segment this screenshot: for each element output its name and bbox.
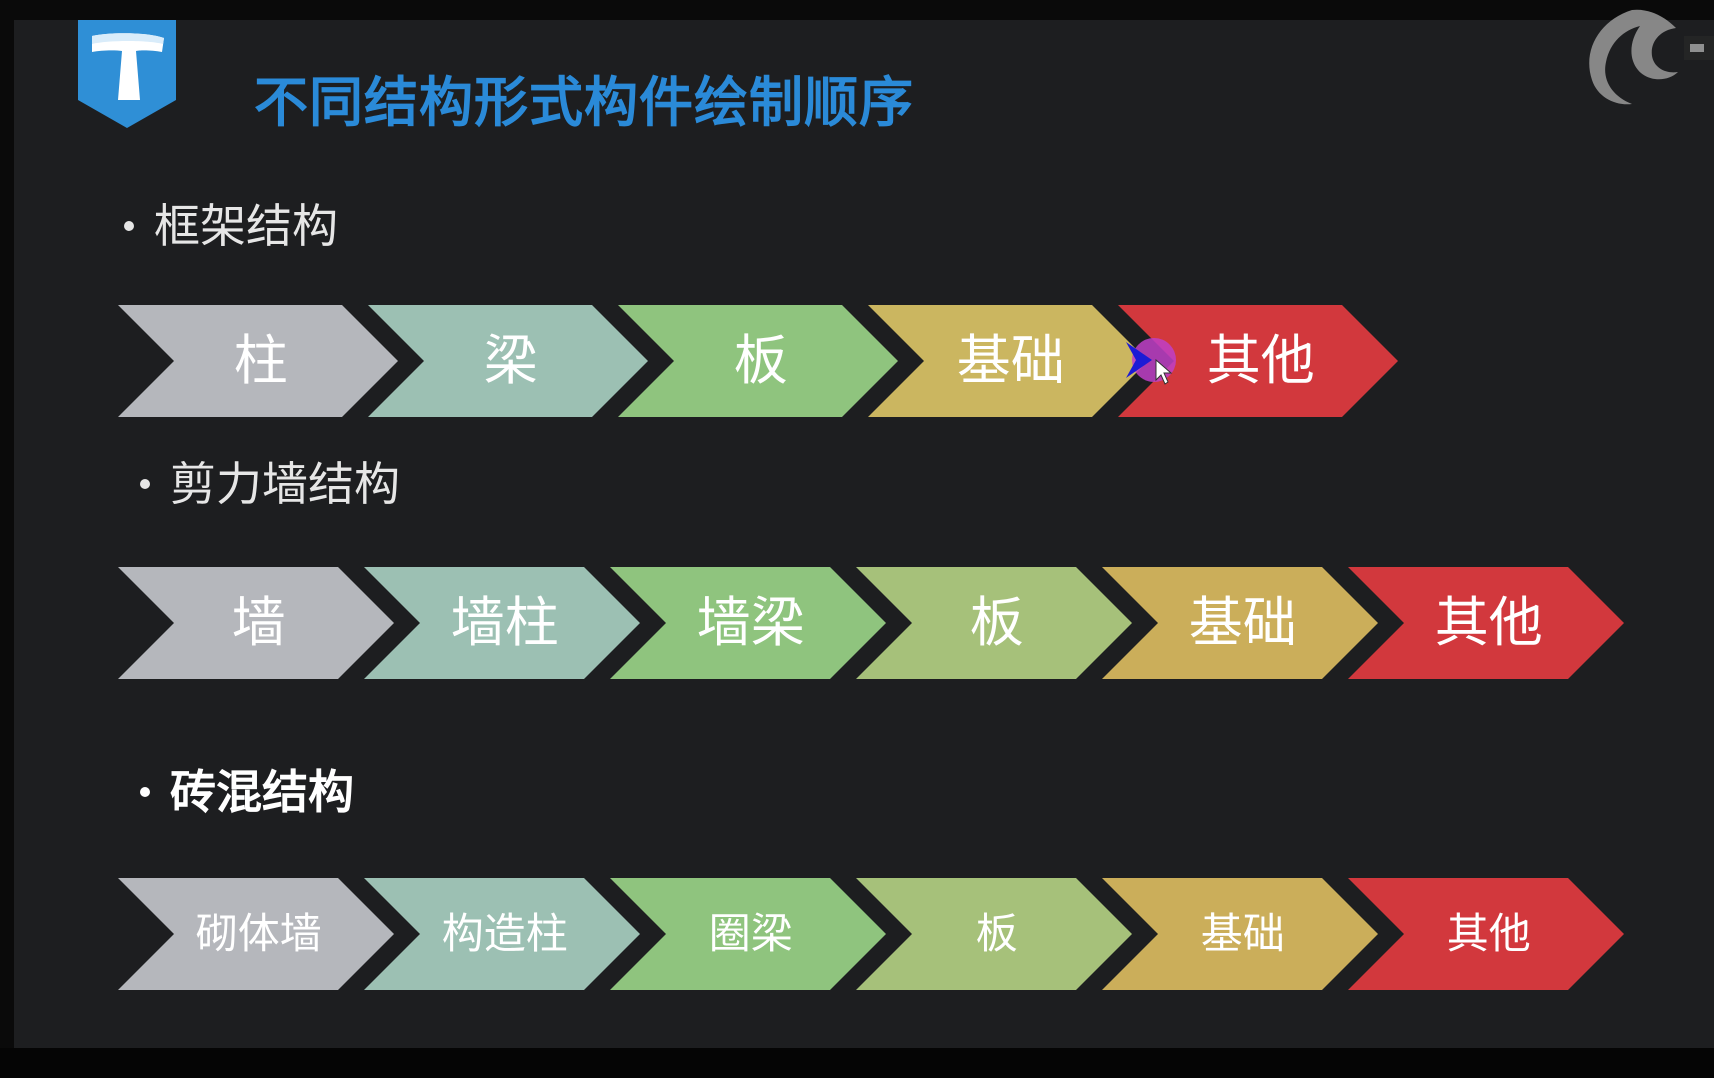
flow-step: 墙柱: [364, 567, 640, 679]
chevron-arrow-shape: [1102, 567, 1378, 679]
mouse-pointer-icon: [1112, 320, 1192, 400]
section-heading-shear-wall: 剪力墙结构: [140, 454, 400, 514]
chevron-arrow-shape: [364, 878, 640, 990]
bullet-dot-icon: [140, 786, 150, 797]
slide: [14, 20, 1714, 1048]
flow-step-label: 板: [733, 329, 788, 392]
flow-step-label: 其他: [1446, 909, 1531, 958]
section-heading-text: 框架结构: [154, 199, 338, 253]
flow-step: 圈梁: [610, 878, 886, 990]
flow-step: 基础: [1102, 567, 1378, 679]
chevron-arrow-shape: [868, 305, 1148, 417]
flow-step: 砌体墙: [118, 878, 394, 990]
chevron-arrow-shape: [118, 305, 398, 417]
section-heading-frame: 框架结构: [124, 196, 338, 256]
flow-step-label: 柱: [233, 329, 288, 392]
flow-step-label: 梁: [483, 329, 538, 392]
flow-step-label: 墙柱: [450, 591, 559, 654]
chevron-arrow-shape: [610, 567, 886, 679]
bottom-letterbox: [0, 1048, 1714, 1078]
flow-step-label: 其他: [1434, 591, 1543, 654]
flow-step: 板: [856, 567, 1132, 679]
flow-step-label: 基础: [956, 329, 1065, 392]
chevron-arrow-shape: [118, 567, 394, 679]
flow-step-label: 基础: [1188, 591, 1297, 654]
flow-step-label: 构造柱: [441, 909, 568, 958]
flow-step: 其他: [1118, 305, 1398, 417]
flow-step: 构造柱: [364, 878, 640, 990]
section-heading-masonry: 砖混结构: [140, 762, 354, 822]
flow-step: 梁: [368, 305, 648, 417]
flow-step: 板: [618, 305, 898, 417]
flow-step: 基础: [868, 305, 1148, 417]
chevron-arrow-shape: [1102, 878, 1378, 990]
swirl-brand-logo-icon: [1572, 0, 1714, 120]
flow-masonry-structure: 砌体墙 构造柱 圈梁 板 基础 其他: [118, 878, 1638, 990]
flow-step-label: 砌体墙: [195, 909, 322, 958]
flow-step: 墙梁: [610, 567, 886, 679]
flow-step-label: 板: [969, 591, 1024, 654]
section-heading-text: 砖混结构: [170, 765, 354, 819]
flow-step-label: 墙梁: [696, 591, 805, 654]
flow-step-label: 其他: [1206, 329, 1315, 392]
flow-step-label: 基础: [1200, 909, 1285, 958]
chevron-arrow-shape: [856, 567, 1132, 679]
flow-step: 墙: [118, 567, 394, 679]
bullet-dot-icon: [140, 478, 150, 489]
flow-step: 其他: [1348, 878, 1624, 990]
chevron-arrow-shape: [1348, 567, 1624, 679]
chevron-arrow-shape: [856, 878, 1132, 990]
flow-step: 板: [856, 878, 1132, 990]
flow-step: 基础: [1102, 878, 1378, 990]
chevron-arrow-shape: [1118, 305, 1398, 417]
chevron-arrow-shape: [364, 567, 640, 679]
flow-step-label: 板: [975, 909, 1018, 958]
chevron-arrow-shape: [368, 305, 648, 417]
flow-step: 柱: [118, 305, 398, 417]
flow-step-label: 墙: [231, 591, 286, 654]
flow-step-label: 圈梁: [708, 909, 793, 958]
slide-title: 不同结构形式构件绘制顺序: [254, 71, 914, 134]
bullet-dot-icon: [124, 220, 134, 231]
flow-step: 其他: [1348, 567, 1624, 679]
chevron-arrow-shape: [1348, 878, 1624, 990]
chevron-arrow-shape: [610, 878, 886, 990]
chevron-arrow-shape: [618, 305, 898, 417]
chevron-arrow-shape: [118, 878, 394, 990]
t-shield-logo-icon: [78, 20, 176, 128]
flow-shear-wall-structure: 墙 墙柱 墙梁 板 基础 其他: [118, 567, 1638, 679]
flow-frame-structure: 柱 梁 板 基础 其他: [118, 305, 1398, 417]
section-heading-text: 剪力墙结构: [170, 457, 400, 511]
